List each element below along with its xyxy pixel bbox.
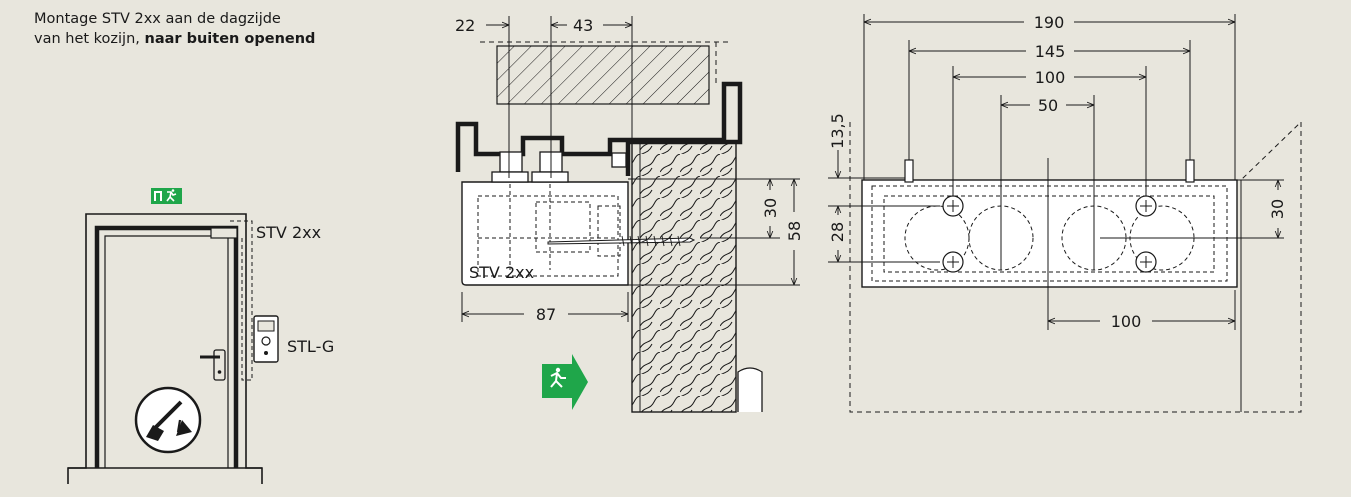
dim-190: 190 (1034, 13, 1065, 32)
caption-line1: Montage STV 2xx aan de dagzijde (34, 11, 281, 27)
dim-30-front: 30 (1268, 199, 1287, 219)
label-stl-g: STL-G (287, 337, 334, 356)
dim-50: 50 (1038, 96, 1058, 115)
dim-100-top: 100 (1035, 68, 1066, 87)
door-closer-symbol-icon (134, 386, 202, 454)
caption-line2-bold: naar buiten openend (144, 31, 316, 47)
dim-145: 145 (1035, 42, 1066, 61)
dim-28: 28 (828, 222, 847, 242)
dim-13-5: 13,5 (828, 113, 847, 149)
dim-30-section: 30 (761, 198, 780, 218)
exit-arrow-icon (542, 354, 588, 410)
front-view: 190 145 100 50 13,5 28 30 100 (828, 13, 1302, 413)
dim-87: 87 (536, 305, 556, 324)
exit-sign-icon (151, 188, 182, 204)
caption-line2-prefix: van het kozijn, (34, 31, 140, 47)
caption: Montage STV 2xx aan de dagzijde van het … (34, 9, 364, 49)
dim-58: 58 (785, 221, 804, 241)
label-stv-section: STV 2xx (469, 263, 534, 282)
label-stv-door: STV 2xx (256, 223, 321, 242)
section-view: 22 43 30 58 87 STV 2xx (455, 16, 804, 413)
dim-100-bottom: 100 (1111, 312, 1142, 331)
dim-43: 43 (573, 16, 593, 35)
dim-22: 22 (455, 16, 475, 35)
door-view: STV 2xx STL-G (67, 188, 334, 484)
